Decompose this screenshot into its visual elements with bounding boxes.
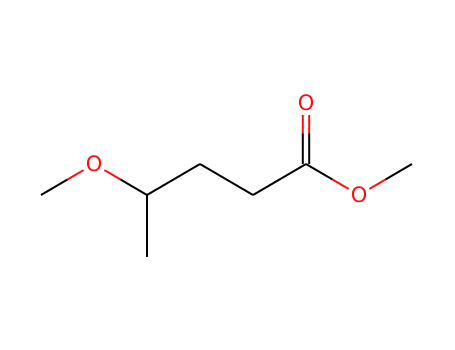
bond-c4-c3 xyxy=(146,163,201,196)
bond-o_ester-c_me_ester-half-b xyxy=(384,163,413,181)
bond-c1-o_ester-half-a xyxy=(305,163,334,181)
bond-o_ester-c_me_ester-half-a xyxy=(368,178,387,190)
bond-c_me_ether-o_ether-half-a xyxy=(40,178,69,196)
bond-c1-o_ester-half-b xyxy=(331,178,350,190)
bond-c_me_ether-o_ether-half-b xyxy=(66,169,85,181)
atom-labels-layer: O O O xyxy=(86,91,368,207)
bond-o_ether-c4-half-a xyxy=(103,169,122,181)
bond-c3-c2 xyxy=(199,163,254,196)
atom-label-o-ester: O xyxy=(351,183,368,207)
bond-o_ether-c4-half-b xyxy=(119,178,148,196)
bonds-layer xyxy=(40,115,413,257)
atom-label-o-carbonyl: O xyxy=(298,91,315,115)
bond-c2-c1 xyxy=(252,163,307,196)
atom-label-o-ether: O xyxy=(86,152,103,176)
